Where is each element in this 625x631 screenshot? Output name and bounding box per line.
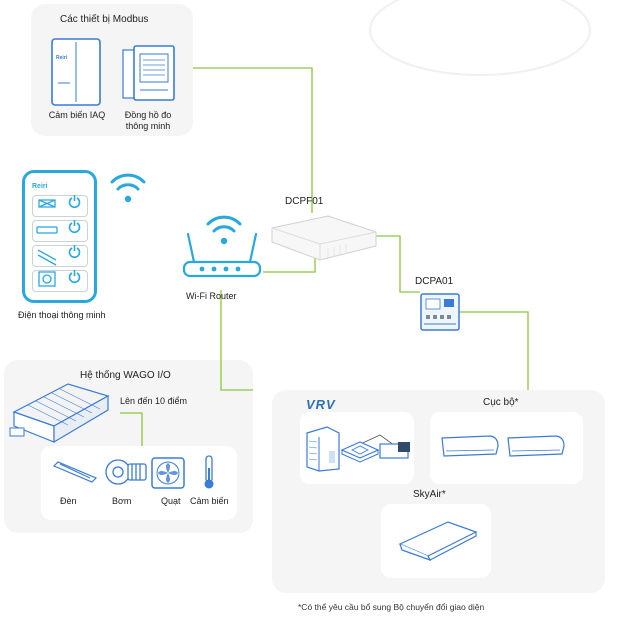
lamp-icon (52, 461, 98, 483)
iaq-label: Cảm biến IAQ (48, 110, 106, 120)
router-wifi-icon (206, 215, 242, 245)
vrv-outdoor-unit-icon (306, 426, 340, 472)
background-decoration (369, 0, 591, 76)
dcpf-gateway-icon (271, 215, 377, 261)
wago-subtitle: Lên đến 10 điểm (120, 396, 188, 406)
wago-device-label: Bơm (112, 496, 132, 506)
skyair-title: SkyAir* (413, 489, 446, 500)
modbus-title: Các thiết bị Modbus (60, 14, 149, 25)
wago-title: Hệ thống WAGO I/O (80, 370, 171, 381)
wago-devices-card (41, 446, 237, 520)
wago-controller-icon (9, 383, 110, 444)
power-icon (68, 222, 81, 234)
wall-unit-icon (441, 435, 499, 457)
smart-meter-icon (122, 45, 175, 101)
cassette-unit-icon (340, 441, 380, 463)
power-icon (68, 247, 81, 259)
dcpa-label: DCPA01 (415, 276, 454, 287)
wago-device-label: Cảm biến (190, 496, 229, 506)
vrv-logo: VRV (306, 397, 336, 412)
phone-label: Điện thoại thông minh (18, 310, 106, 320)
wifi-router-icon (182, 232, 262, 278)
iaq-brand: Reiri (56, 55, 68, 61)
wago-device-label: Quạt (161, 496, 181, 506)
router-label: Wi-Fi Router (186, 291, 237, 301)
smart-meter-label: Đồng hồ đo thông minh (118, 110, 178, 132)
duct-icon (36, 226, 58, 234)
dcpf-label: DCPF01 (285, 196, 324, 207)
smart-meter-label-line2: thông minh (125, 120, 171, 131)
power-icon (68, 197, 81, 209)
ceiling-suspended-unit-icon (398, 521, 478, 562)
light-icon (37, 249, 57, 266)
dcpa-adapter-icon (420, 293, 460, 331)
power-icon (68, 272, 81, 284)
sensor-thermometer-icon (204, 455, 214, 489)
phone-row-icons (36, 195, 81, 287)
fan-icon (38, 271, 56, 287)
duct-unit-icon (379, 442, 410, 459)
footnote: *Có thể yêu cầu bổ sung Bộ chuyển đổi gi… (298, 602, 485, 612)
wall-unit-icon (507, 435, 565, 457)
phone-app-brand: Reiri (32, 183, 48, 190)
pump-icon (105, 459, 147, 485)
wifi-icon (110, 173, 146, 203)
iaq-sensor-icon (51, 38, 101, 106)
fan-icon (151, 457, 185, 489)
cassette-icon (38, 199, 56, 208)
local-title: Cục bộ* (483, 397, 519, 408)
smart-meter-label-line1: Đồng hồ đo (124, 110, 172, 120)
wago-device-label: Đèn (60, 496, 77, 506)
